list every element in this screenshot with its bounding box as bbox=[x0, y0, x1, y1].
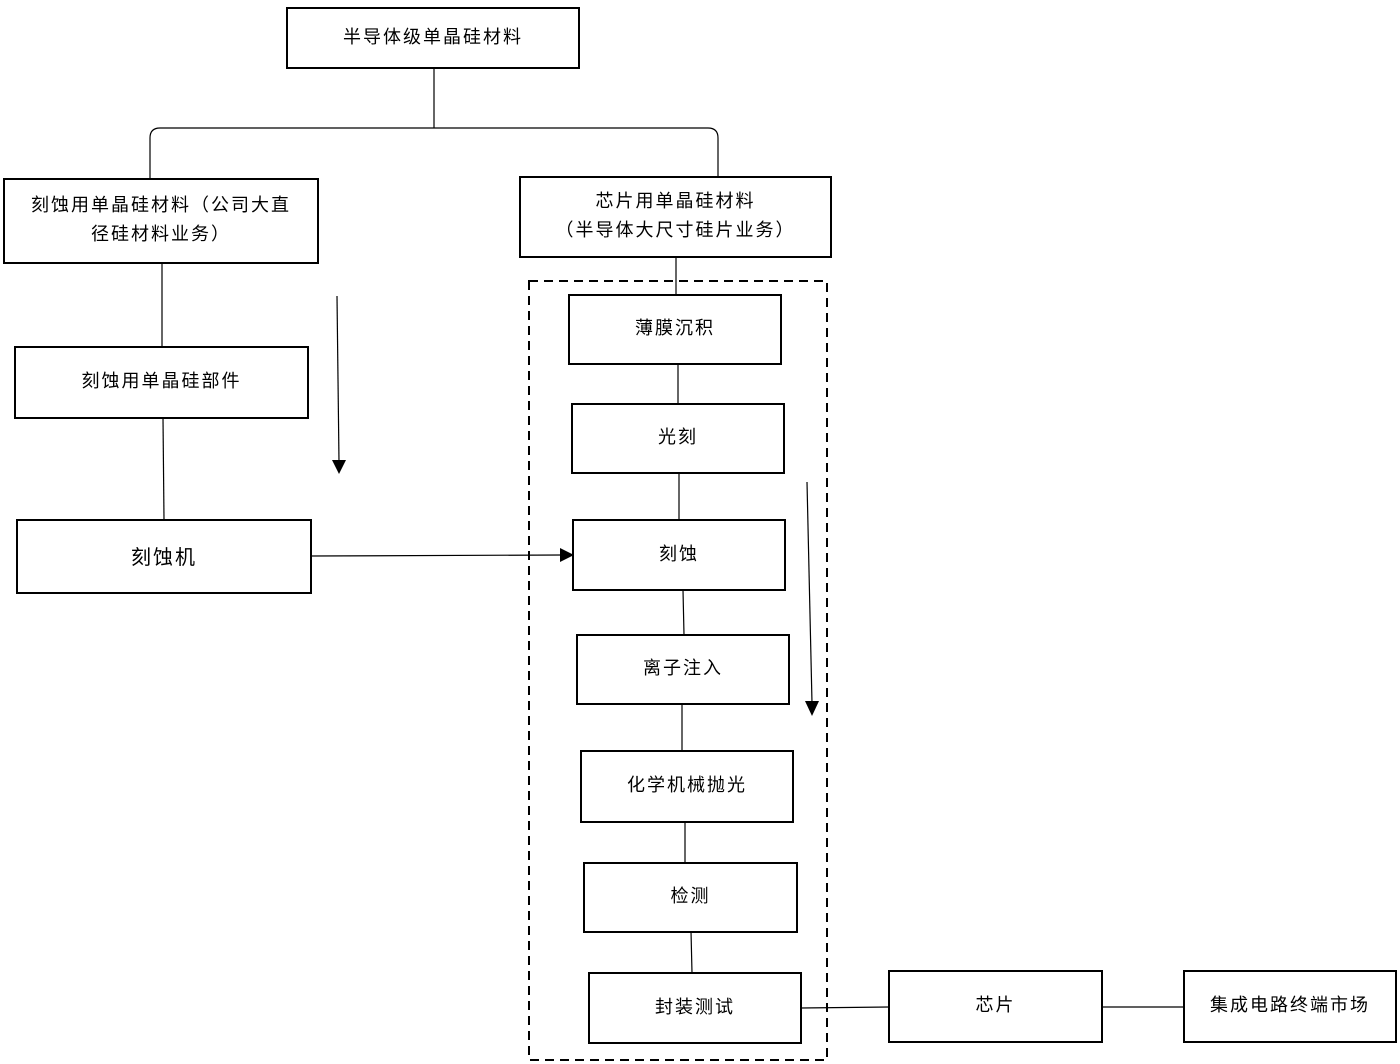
node-etch-part: 刻蚀用单晶硅部件 bbox=[14, 346, 309, 419]
node-chip-label: 芯片 bbox=[975, 995, 1016, 1017]
node-etch-part-label: 刻蚀用单晶硅部件 bbox=[81, 371, 242, 393]
step-thin-film-deposition: 薄膜沉积 bbox=[568, 294, 782, 365]
node-chip-material-line2: （半导体大尺寸硅片业务） bbox=[555, 220, 796, 241]
node-chip-material-line1: 芯片用单晶硅材料 bbox=[595, 191, 756, 213]
step-label: 封装测试 bbox=[655, 996, 735, 1018]
step-label: 薄膜沉积 bbox=[635, 318, 715, 340]
node-etch-material-line1: 刻蚀用单晶硅材料（公司大直 bbox=[31, 195, 291, 217]
step-label: 化学机械抛光 bbox=[627, 775, 747, 797]
step-label: 刻蚀 bbox=[659, 543, 699, 565]
step-cmp: 化学机械抛光 bbox=[580, 750, 794, 823]
node-ic-market-label: 集成电路终端市场 bbox=[1210, 995, 1370, 1017]
node-top-material: 半导体级单晶硅材料 bbox=[286, 7, 580, 69]
node-chip: 芯片 bbox=[888, 970, 1103, 1043]
step-label: 离子注入 bbox=[643, 658, 723, 680]
step-inspection: 检测 bbox=[583, 862, 798, 933]
step-label: 检测 bbox=[670, 886, 711, 908]
step-lithography: 光刻 bbox=[571, 403, 785, 474]
node-top-label: 半导体级单晶硅材料 bbox=[343, 26, 523, 48]
node-etch-machine: 刻蚀机 bbox=[16, 519, 312, 594]
node-etch-material: 刻蚀用单晶硅材料（公司大直 径硅材料业务） bbox=[3, 178, 319, 264]
step-etching: 刻蚀 bbox=[572, 519, 786, 591]
step-ion-implantation: 离子注入 bbox=[576, 634, 790, 705]
step-label: 光刻 bbox=[658, 427, 698, 449]
node-etch-machine-label: 刻蚀机 bbox=[131, 544, 197, 569]
node-etch-material-line2: 径硅材料业务） bbox=[91, 224, 231, 245]
node-chip-material: 芯片用单晶硅材料 （半导体大尺寸硅片业务） bbox=[519, 176, 832, 258]
step-packaging-test: 封装测试 bbox=[588, 972, 802, 1044]
node-ic-market: 集成电路终端市场 bbox=[1183, 970, 1397, 1043]
